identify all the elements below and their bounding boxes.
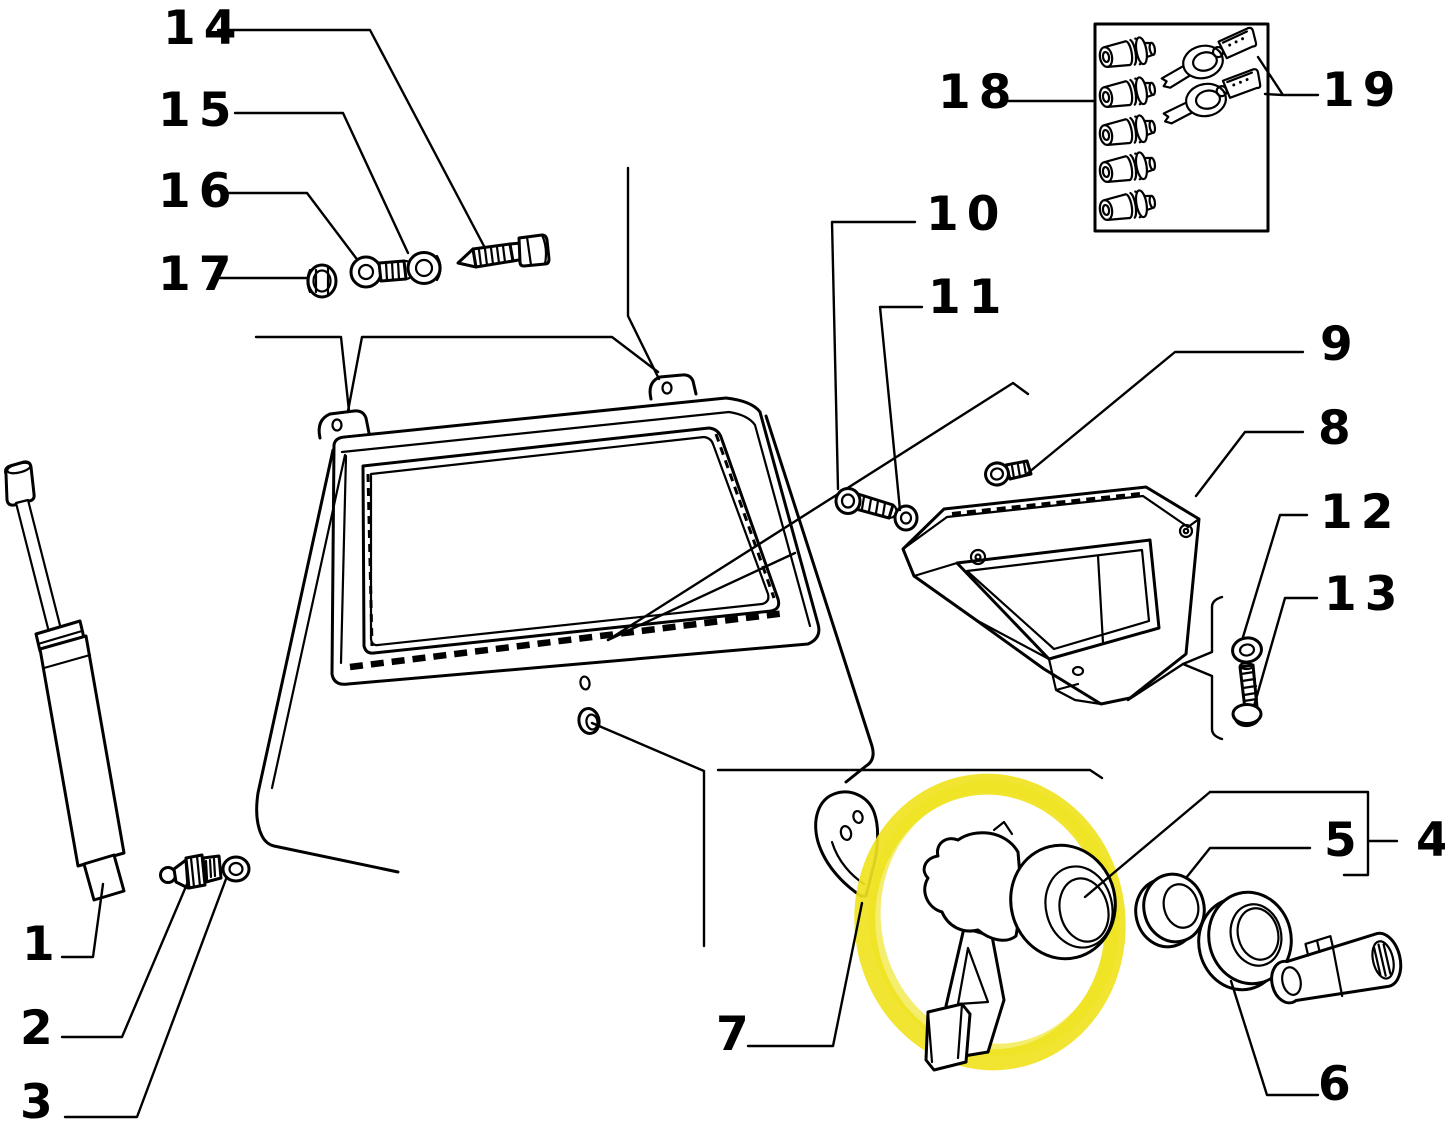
actuator-motor-body	[922, 831, 1024, 942]
tailgate-panel	[255, 373, 1030, 874]
leader-hinge-roof-right	[346, 335, 660, 413]
hinge-tab-right	[648, 373, 698, 401]
leader-lines	[60, 28, 1399, 1119]
callout-7: 7	[716, 1007, 757, 1062]
leader-hole-to-7	[590, 721, 706, 948]
callout-12: 12	[1320, 485, 1401, 540]
window-seal-dashes-left	[366, 473, 374, 647]
lock-barrel-sleeve	[1270, 931, 1403, 1005]
window-frame-band-left	[339, 454, 348, 665]
callout-9: 9	[1320, 317, 1361, 372]
leader-3	[63, 877, 228, 1119]
leader-hole-to-lock	[716, 768, 1104, 780]
lock-cylinder-kit-box	[1093, 22, 1270, 233]
leader-hinge-roof-left	[254, 335, 351, 413]
screw-16	[349, 255, 416, 289]
callout-2: 2	[20, 1001, 61, 1056]
callout-14: 14	[163, 1, 244, 56]
panel-small-hole	[579, 675, 591, 691]
leader-12	[1241, 513, 1309, 639]
leader-2	[60, 882, 189, 1039]
leader-16	[223, 191, 358, 260]
grommet-6	[1197, 890, 1293, 992]
washer-3	[221, 855, 251, 883]
callout-10: 10	[926, 187, 1007, 242]
leader-14	[216, 28, 487, 250]
leader-19	[1256, 55, 1320, 97]
callout-13: 13	[1324, 567, 1405, 622]
callout-17: 17	[158, 247, 239, 302]
callout-6: 6	[1318, 1057, 1359, 1112]
leader-10	[830, 220, 917, 491]
leader-8	[1194, 430, 1305, 498]
callout-15: 15	[158, 83, 239, 138]
window-frame-outer	[330, 396, 821, 686]
strut-rod	[14, 498, 66, 646]
callout-18: 18	[938, 65, 1019, 120]
screw-9	[984, 459, 1033, 487]
strut-end-block	[82, 853, 126, 902]
hinge-tab-left	[317, 409, 371, 440]
reference-v-line-lower	[606, 551, 797, 642]
leader-5	[1184, 846, 1312, 880]
strut-body	[38, 634, 126, 868]
bolt-13	[1231, 661, 1263, 728]
leader-11	[878, 305, 924, 512]
callout-labels: 14 15 16 17 18 19 10 11 9 8 12 13 5 4 7 …	[20, 1, 1445, 1122]
callout-3: 3	[20, 1075, 61, 1122]
ball-stud	[159, 853, 223, 890]
lock-mount-hole	[577, 707, 601, 735]
leader-6	[1229, 979, 1320, 1097]
leader-9	[1026, 350, 1305, 475]
group-brace-pointer	[1126, 662, 1185, 702]
leader-15	[233, 111, 410, 255]
bracket-4	[1208, 790, 1399, 877]
callout-1: 1	[22, 917, 63, 972]
leader-13	[1252, 596, 1319, 708]
window-seal-dashes-right	[714, 433, 776, 599]
callout-8: 8	[1318, 401, 1359, 456]
lock-actuator-highlighted	[854, 773, 1126, 1072]
reference-v-line-upper	[606, 381, 1030, 642]
leader-1	[60, 882, 105, 959]
cap-nut-17	[306, 263, 338, 299]
callout-19: 19	[1322, 63, 1403, 118]
panel-right-edge	[764, 414, 875, 784]
lock-mount-hole-inner	[585, 713, 599, 731]
callout-5: 5	[1324, 813, 1365, 868]
grommet-15	[406, 251, 442, 285]
lock-housing-bracket-8	[901, 485, 1201, 706]
window-opening	[361, 426, 781, 655]
window-seal-dashes-bottom	[349, 609, 787, 671]
window-frame-band-line	[340, 410, 812, 628]
panel-left-edge	[255, 448, 400, 874]
washer-12	[1231, 636, 1263, 664]
callout-4: 4	[1416, 813, 1445, 868]
leader-7	[746, 901, 864, 1048]
hinge-hole-right	[661, 381, 673, 395]
callout-16: 16	[158, 164, 239, 219]
hinge-hole-left	[331, 418, 343, 432]
leader-hinge-vertical	[626, 166, 661, 381]
seal-ring-5	[1134, 872, 1206, 949]
screw-10	[834, 487, 898, 520]
panel-left-edge-inner	[270, 453, 347, 790]
leader-actuator-to-4	[1083, 790, 1212, 899]
screw-14	[456, 233, 551, 269]
callout-11: 11	[928, 270, 1009, 325]
gas-strut	[4, 460, 126, 902]
washer-11	[893, 504, 919, 532]
